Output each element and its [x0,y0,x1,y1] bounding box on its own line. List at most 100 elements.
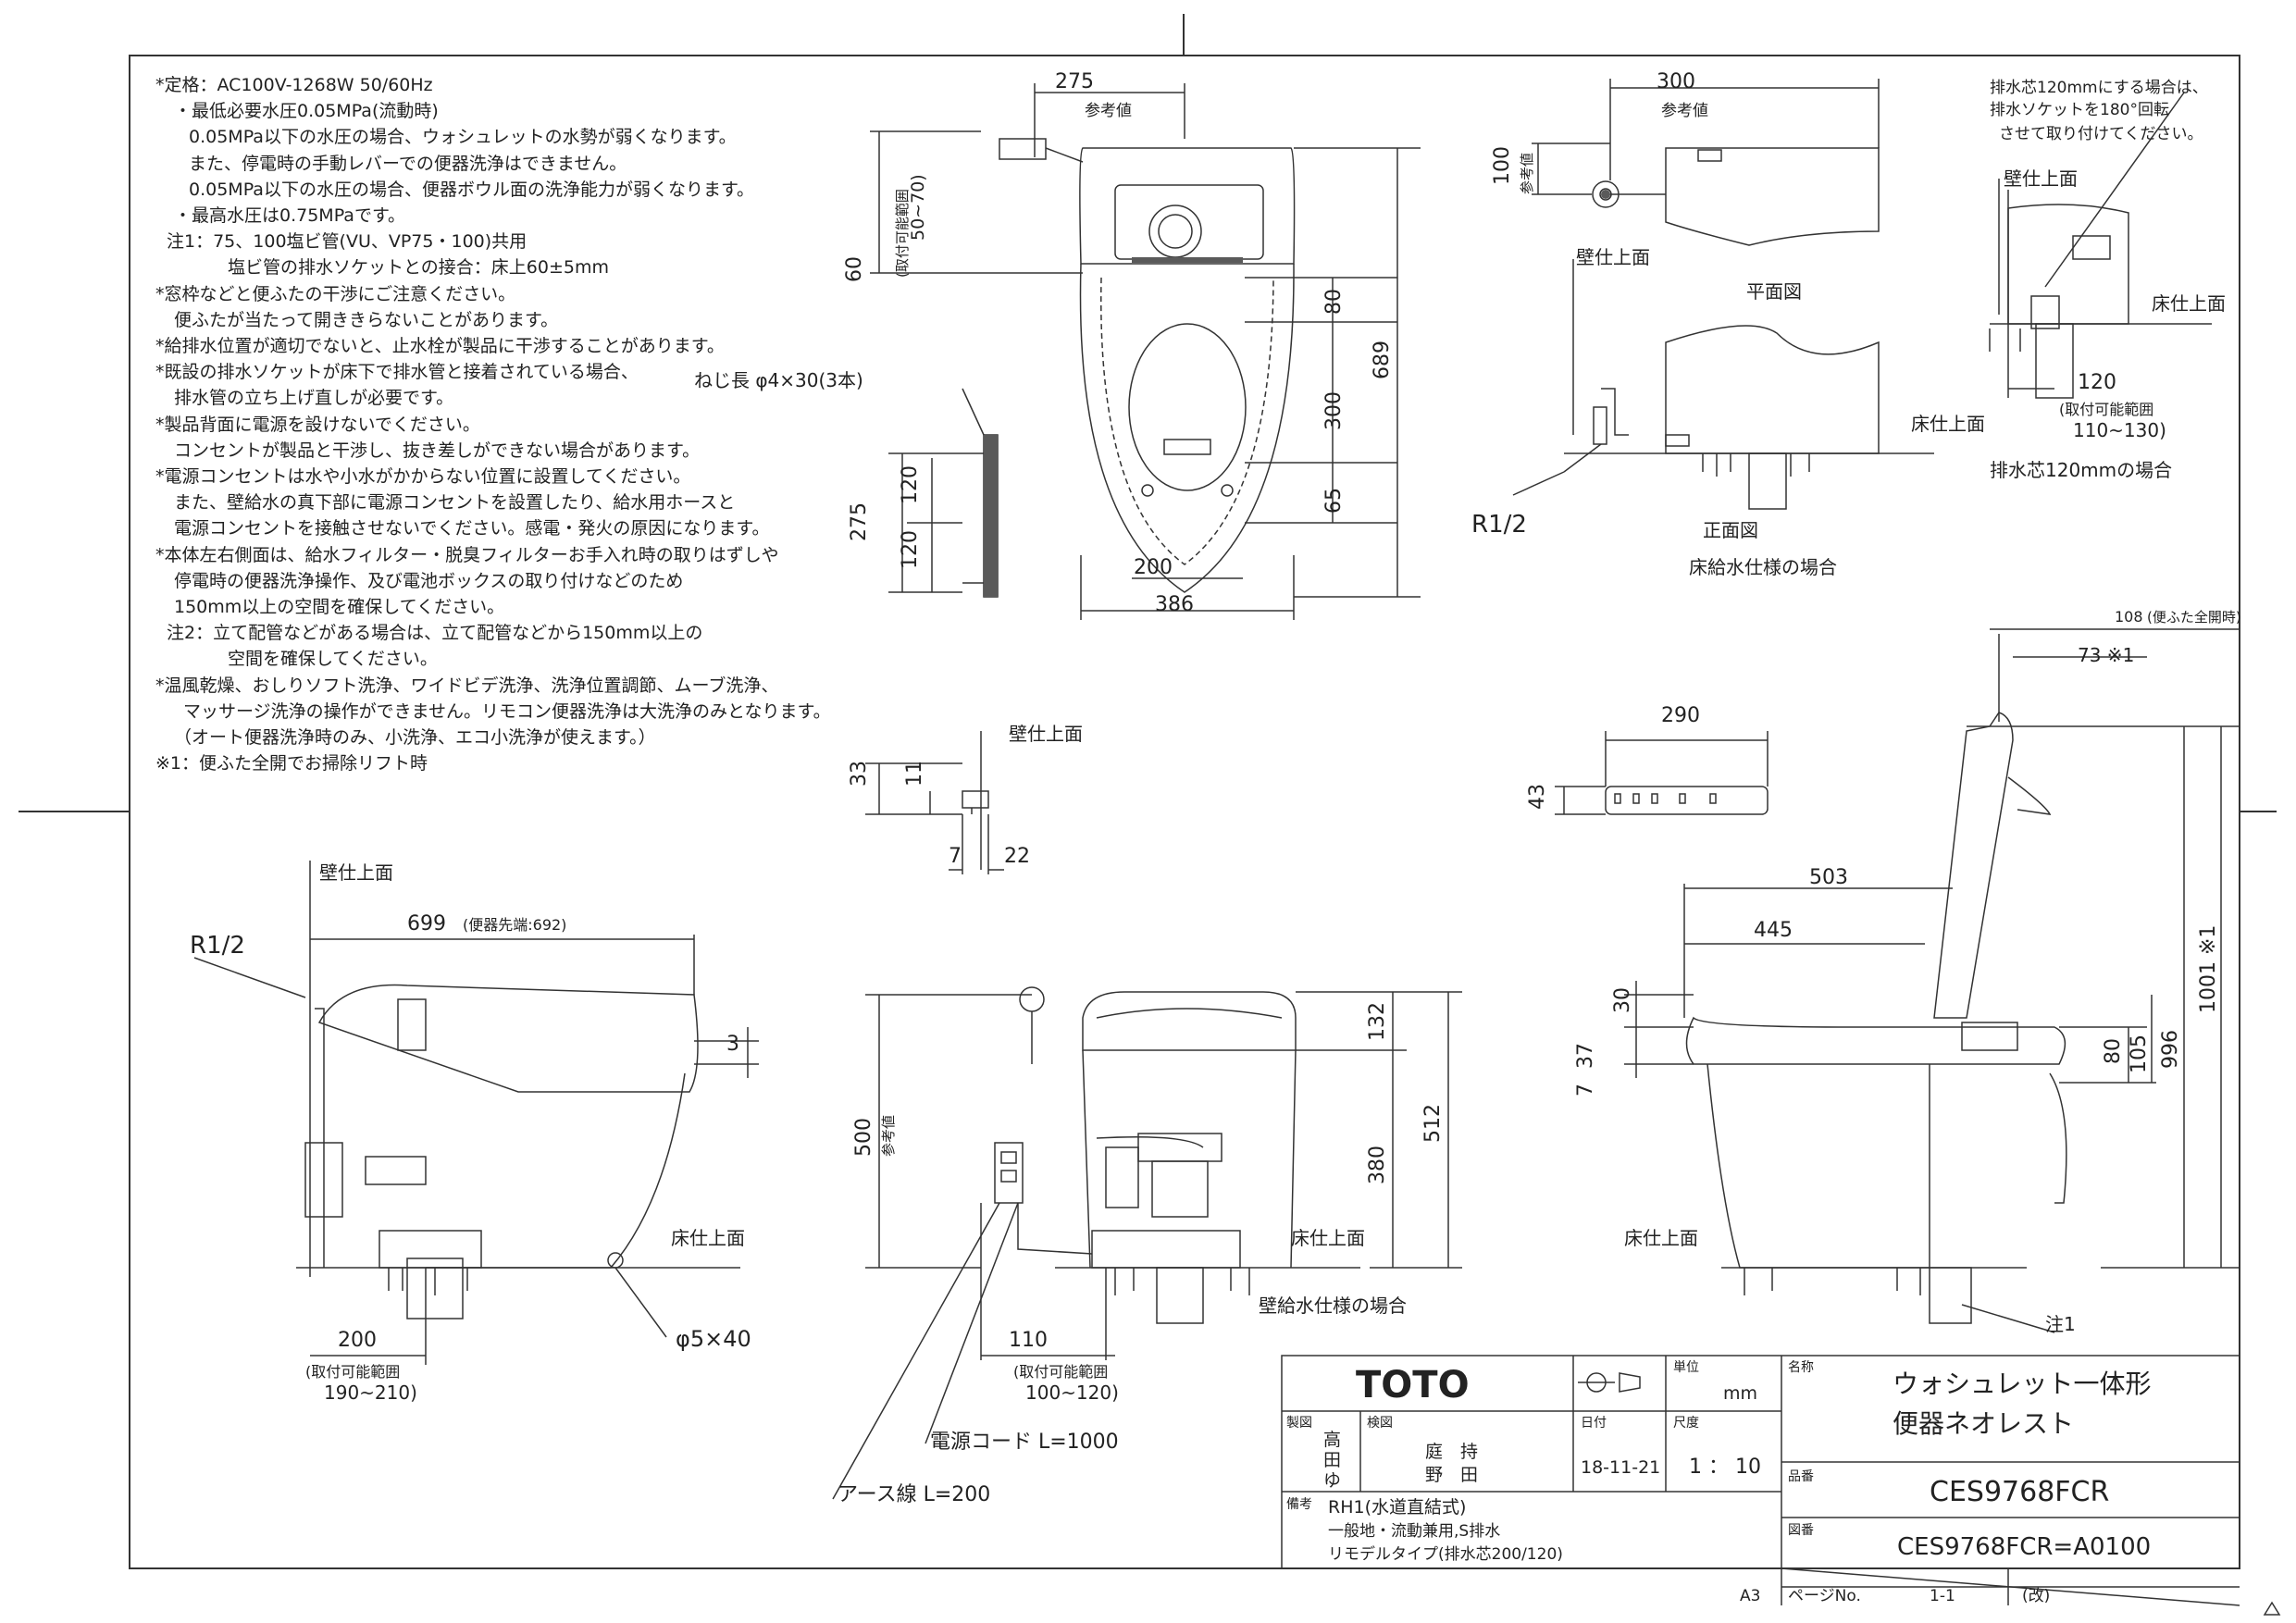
seizu-name-1: 高 [1323,1430,1341,1450]
wall-supply-label: 壁給水仕様の場合 [1259,1295,1407,1317]
note-line: 便ふたが当たって開ききらないことがあります。 [174,309,559,330]
dim-100-120: 100~120) [1025,1381,1119,1404]
note-line: 0.05MPa以下の水圧の場合、ウォシュレットの水勢が弱くなります。 [189,127,737,148]
dim-190-210: 190~210) [324,1381,417,1404]
spec-notes: *定格：AC100V-1268W 50/60Hz ・最低必要水圧0.05MPa(… [155,72,887,776]
seizu-label: 製図 [1286,1416,1312,1431]
revision-label: (改) [2022,1587,2050,1605]
dim-43: 43 [1526,784,1549,810]
dim-110: 110 [1009,1329,1048,1352]
product-name-1: ウォシュレット一体形 [1893,1369,2151,1399]
dim-200-top: 200 [1134,556,1173,579]
note-line: 注1：75、100塩ビ管(VU、VP75・100)共用 [167,231,527,253]
front-view-bottom [832,986,1462,1500]
biko-3: リモデルタイプ(排水芯200/120) [1328,1544,1563,1564]
wall-surface-mid: 壁仕上面 [1009,723,1083,745]
kenzu-names-1: 庭 持 [1425,1442,1478,1462]
dim-108: 108 [2115,608,2143,626]
note-line: また、停電時の手動レバーでの便器洗浄はできません。 [189,153,627,174]
dim-120: 120 [2078,371,2116,394]
floor-surface-top: 床仕上面 [1911,413,1985,435]
note-line: *製品背面に電源を設けないでください。 [155,414,480,435]
floor-surface-drain: 床仕上面 [2152,292,2226,315]
floor-surface-center: 床仕上面 [1291,1227,1365,1249]
dim-699: 699 [407,912,446,935]
seizu-name-2: 田 [1323,1450,1341,1470]
dim-80: 80 [1322,289,1346,315]
dim-200-left: 200 [338,1329,377,1352]
dim-996: 996 [2159,1030,2182,1069]
floor-supply-label: 床給水仕様の場合 [1689,556,1837,578]
scale-value: 1 ： 10 [1689,1456,1761,1479]
dim-80-right: 80 [2102,1038,2125,1064]
side-view-left [193,861,759,1365]
biko-label: 備考 [1286,1497,1312,1512]
page-value: 1-1 [1930,1587,1955,1605]
drain-120-label: 排水芯120mmの場合 [1990,459,2172,481]
dim-120-b: 120 [899,530,922,569]
dim-11: 11 [903,761,926,787]
plan-view-top [870,83,1421,620]
r12-top: R1/2 [1471,511,1527,539]
wall-bracket-detail [865,731,1004,874]
note-line: 排水管の立ち上げ直しが必要です。 [174,388,454,409]
dim-386: 386 [1155,593,1194,616]
dim-37: 37 [1574,1043,1597,1069]
note-line: 0.05MPa以下の水圧の場合、便器ボウル面の洗浄能力が弱くなります。 [189,179,755,200]
note-line: コンセントが製品と干渉し、抜き差しができない場合があります。 [174,440,701,461]
unit-value: mm [1723,1383,1757,1404]
dim-699-sub: (便器先端:692) [463,916,566,934]
note-line: 停電時の便器洗浄操作、及び電池ボックスの取り付けなどのため [174,570,684,591]
earth-wire: アース線 L=200 [838,1483,990,1506]
wall-surface-left: 壁仕上面 [319,861,393,884]
dim-105: 105 [2128,1035,2151,1073]
remote-control [1555,731,1769,815]
note1-label: 注1 [2045,1313,2076,1335]
note-line: （オート便器洗浄時のみ、小洗浄、エコ小洗浄が使えます。） [174,727,656,749]
kenzu-names-2: 野 田 [1425,1465,1478,1485]
note-line: *給排水位置が適切でないと、止水栓が製品に干渉することがあります。 [155,336,725,357]
zuban-label: 図番 [1788,1523,1814,1538]
note-line: *定格：AC100V-1268W 50/60Hz [155,75,433,95]
dim-33: 33 [848,761,871,787]
screw-length: ねじ長 φ4×30(3本) [694,369,863,391]
dim-500: 500 [852,1118,875,1157]
power-cord: 電源コード L=1000 [930,1431,1119,1454]
dim-275-vert: 275 [848,502,871,541]
biko-2: 一般地・流動兼用,S排水 [1328,1522,1500,1541]
mount-range-drain: (取付可能範囲 [2059,401,2153,418]
dim-300: 300 [1657,70,1695,93]
dim-22: 22 [1004,845,1030,868]
front-view-label: 正面図 [1703,519,1758,541]
note-line: *電源コンセントは水や小水がかからない位置に設置してください。 [155,466,691,488]
dim-120-a: 120 [899,465,922,504]
dim-380: 380 [1366,1146,1389,1184]
dim-110-130: 110~130) [2073,419,2166,441]
mount-range-60: (取付可能範囲 [894,189,911,278]
note-line: ・最高水圧は0.75MPaです。 [174,205,406,227]
dim-275: 275 [1055,70,1094,93]
scale-label: 尺度 [1673,1416,1699,1431]
note-line: *本体左右側面は、給水フィルター・脱臭フィルターお手入れ時の取りはずしや [155,544,779,565]
note-line: マッサージ洗浄の操作ができません。リモコン便器洗浄は大洗浄のみとなります。 [183,700,831,722]
drain-note-2: 排水ソケットを180°回転 [1990,101,2169,119]
side-view-lift [1624,628,2240,1333]
paper-size: A3 [1740,1587,1760,1605]
note-line: *既設の排水ソケットが床下で排水管と接着されている場合、 [155,362,639,383]
phi-5x40: φ5×40 [676,1326,751,1352]
seizu-name-3: ゆ [1323,1470,1341,1491]
r12-bottom: R1/2 [190,932,245,960]
unit-label: 単位 [1673,1360,1699,1375]
wall-surface-drain: 壁仕上面 [2004,167,2078,190]
dim-503: 503 [1809,866,1848,889]
biko-1: RH1(水道直結式) [1328,1497,1466,1518]
dim-290: 290 [1661,704,1700,727]
dim-445: 445 [1754,919,1793,942]
note-line: ・最低必要水圧0.05MPa(流動時) [174,101,439,122]
date-value: 18-11-21 [1581,1457,1660,1478]
date-label: 日付 [1581,1416,1607,1431]
note-line: 電源コンセントを接触させないでください。感電・発火の原因になります。 [174,518,770,539]
drain-note-1: 排水芯120mmにする場合は、 [1990,79,2208,97]
dim-30: 30 [1611,987,1634,1013]
